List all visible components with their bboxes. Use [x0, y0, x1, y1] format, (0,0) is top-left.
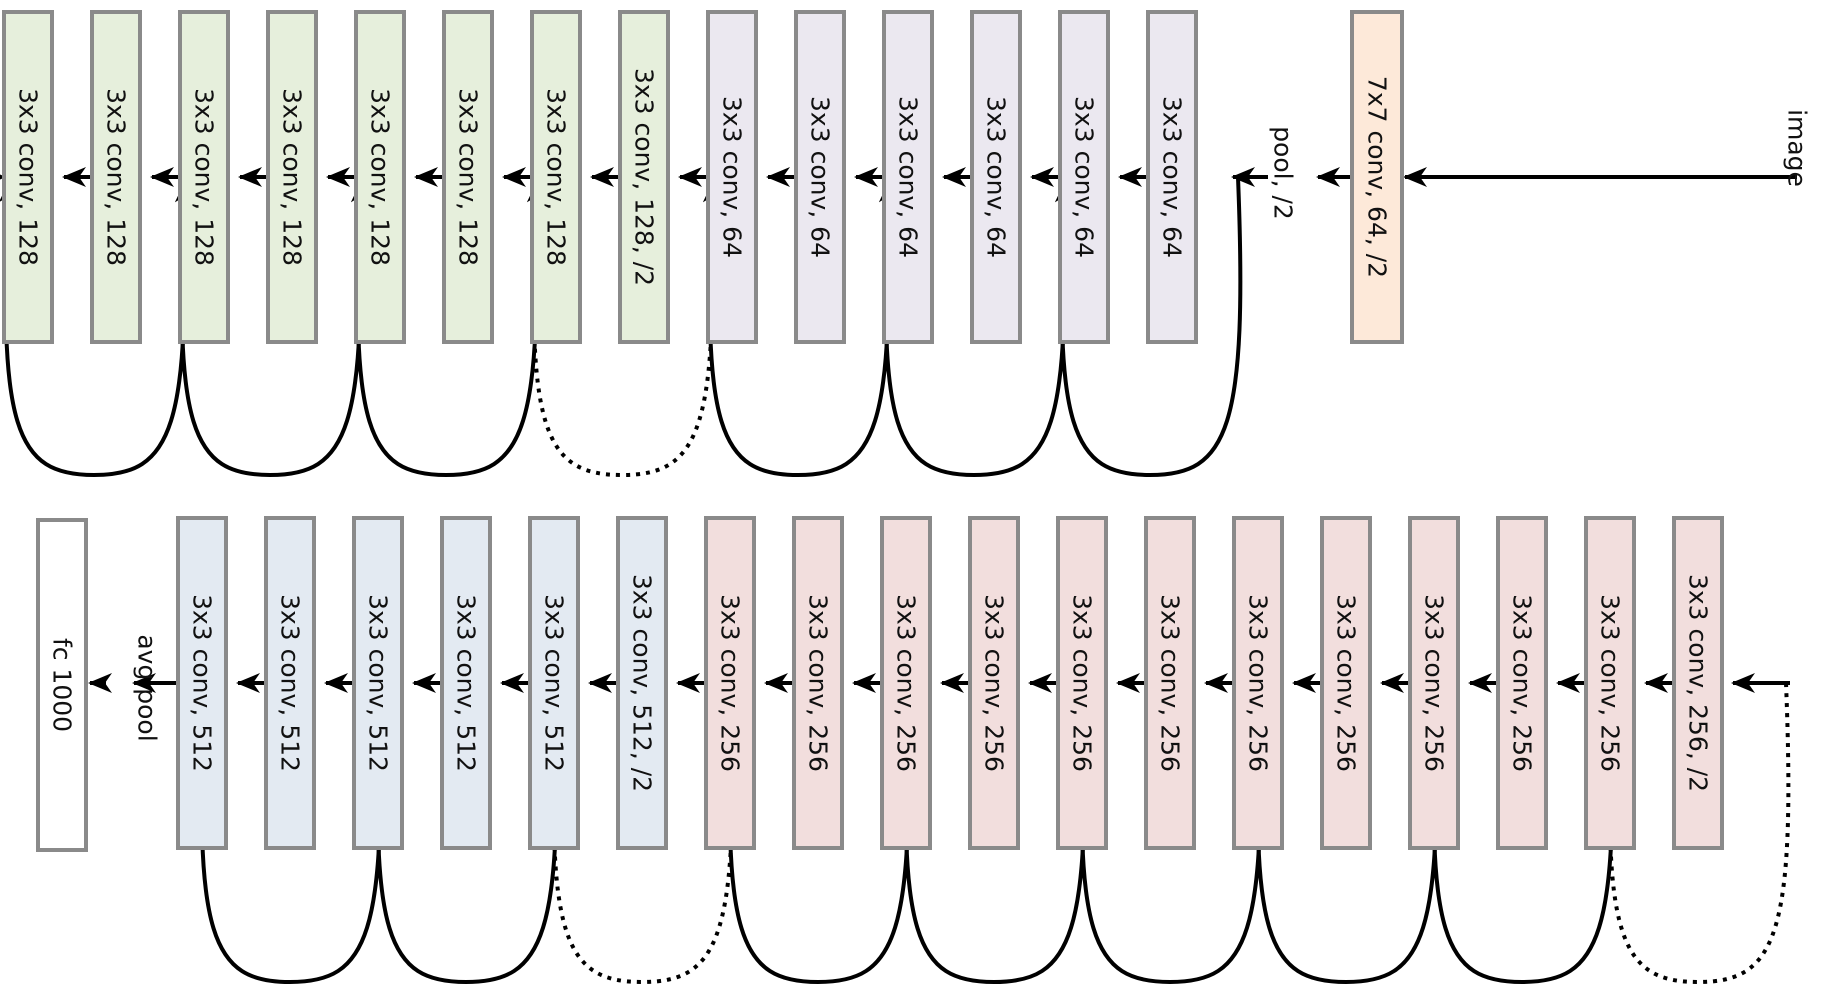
projection-shortcut-row1-4: [526, 176, 715, 478]
identity-shortcut-row2-9: [194, 682, 383, 985]
identity-shortcut-row1-1: [1054, 176, 1243, 478]
identity-shortcut-row1-5: [350, 176, 539, 478]
row1-conv-box-5-label: 3x3 conv, 64: [806, 96, 835, 258]
row1-conv-box-8-label: 3x3 conv, 128: [542, 88, 571, 266]
identity-shortcut-row2-3: [1250, 682, 1439, 985]
row2-conv-box-3: [1496, 516, 1548, 850]
row1-conv-box-2: [1058, 10, 1110, 344]
stem-conv-box-label: 7x7 conv, 64, /2: [1363, 76, 1392, 278]
row2-conv-box-12-label: 3x3 conv, 256: [716, 594, 745, 772]
fc-box: [36, 518, 88, 852]
input-image-label: image: [1783, 109, 1812, 187]
identity-shortcut-row1-3: [702, 176, 891, 478]
row2-conv-box-2-label: 3x3 conv, 256: [1596, 594, 1625, 772]
row1-conv-box-10-label: 3x3 conv, 128: [366, 88, 395, 266]
row2-conv-box-12: [704, 516, 756, 850]
row1-conv-box-7: [618, 10, 670, 344]
row1-conv-box-8: [530, 10, 582, 344]
row1-conv-box-1-label: 3x3 conv, 64: [1158, 96, 1187, 258]
row1-conv-box-11-label: 3x3 conv, 128: [278, 88, 307, 266]
identity-shortcut-row2-5: [898, 682, 1087, 985]
row2-conv-box-14-label: 3x3 conv, 512: [540, 594, 569, 772]
row1-conv-box-6-label: 3x3 conv, 64: [718, 96, 747, 258]
fc-box-label: fc 1000: [48, 638, 77, 732]
row2-conv-box-5-label: 3x3 conv, 256: [1332, 594, 1361, 772]
row1-conv-box-12-label: 3x3 conv, 128: [190, 88, 219, 266]
row2-conv-box-2: [1584, 516, 1636, 850]
row2-conv-box-8-label: 3x3 conv, 256: [1068, 594, 1097, 772]
row2-conv-box-11: [792, 516, 844, 850]
row2-conv-box-16-label: 3x3 conv, 512: [364, 594, 393, 772]
row1-conv-box-14-label: 3x3 conv, 128: [14, 88, 43, 266]
row1-conv-box-9: [442, 10, 494, 344]
avg-pool-label: avg pool: [133, 634, 162, 741]
identity-shortcut-row2-4: [1074, 682, 1263, 985]
row2-conv-box-10: [880, 516, 932, 850]
row1-conv-box-2-label: 3x3 conv, 64: [1070, 96, 1099, 258]
row2-conv-box-1-label: 3x3 conv, 256, /2: [1684, 574, 1713, 792]
row1-conv-box-13-label: 3x3 conv, 128: [102, 88, 131, 266]
connections: [0, 167, 1797, 985]
row2-conv-box-18: [176, 516, 228, 850]
pool-label: pool, /2: [1269, 126, 1298, 220]
text-labels: image pool, /2 avg pool 7x7 conv, 64, /2…: [14, 68, 1812, 792]
projection-shortcut-row2-1: [1602, 682, 1791, 985]
row2-conv-box-4-label: 3x3 conv, 256: [1420, 594, 1449, 772]
row2-conv-box-7-label: 3x3 conv, 256: [1156, 594, 1185, 772]
row2-conv-box-15: [440, 516, 492, 850]
row1-conv-box-14: [2, 10, 54, 344]
row2-conv-box-10-label: 3x3 conv, 256: [892, 594, 921, 772]
row2-conv-box-17-label: 3x3 conv, 512: [276, 594, 305, 772]
identity-shortcut-row2-8: [370, 682, 559, 985]
row1-conv-box-3: [970, 10, 1022, 344]
row2-conv-box-16: [352, 516, 404, 850]
row2-conv-box-8: [1056, 516, 1108, 850]
row1-conv-box-12: [178, 10, 230, 344]
row2-conv-box-9: [968, 516, 1020, 850]
row2-conv-box-7: [1144, 516, 1196, 850]
row1-conv-box-5: [794, 10, 846, 344]
layer-boxes: [2, 10, 1724, 852]
row2-conv-box-15-label: 3x3 conv, 512: [452, 594, 481, 772]
row1-conv-box-4: [882, 10, 934, 344]
row1-conv-box-1: [1146, 10, 1198, 344]
row2-conv-box-4: [1408, 516, 1460, 850]
identity-shortcut-row2-6: [722, 682, 911, 985]
identity-shortcut-row1-7: [0, 176, 187, 478]
projection-shortcut-row2-7: [546, 682, 735, 985]
row2-conv-box-1: [1672, 516, 1724, 850]
row1-conv-box-4-label: 3x3 conv, 64: [894, 96, 923, 258]
stem-conv-box: [1350, 10, 1404, 344]
row1-conv-box-9-label: 3x3 conv, 128: [454, 88, 483, 266]
row2-conv-box-13: [616, 516, 668, 850]
row2-conv-box-11-label: 3x3 conv, 256: [804, 594, 833, 772]
row2-conv-box-3-label: 3x3 conv, 256: [1508, 594, 1537, 772]
row1-conv-box-7-label: 3x3 conv, 128, /2: [630, 68, 659, 286]
identity-shortcut-row2-2: [1426, 682, 1615, 985]
row2-conv-box-18-label: 3x3 conv, 512: [188, 594, 217, 772]
row2-conv-box-17: [264, 516, 316, 850]
identity-shortcut-row1-2: [878, 176, 1067, 478]
identity-shortcut-row1-6: [174, 176, 363, 478]
row2-conv-box-5: [1320, 516, 1372, 850]
row2-conv-box-9-label: 3x3 conv, 256: [980, 594, 1009, 772]
row2-conv-box-13-label: 3x3 conv, 512, /2: [628, 574, 657, 792]
row1-conv-box-10: [354, 10, 406, 344]
row1-conv-box-3-label: 3x3 conv, 64: [982, 96, 1011, 258]
row2-conv-box-14: [528, 516, 580, 850]
row1-conv-box-11: [266, 10, 318, 344]
row1-conv-box-6: [706, 10, 758, 344]
row2-conv-box-6-label: 3x3 conv, 256: [1244, 594, 1273, 772]
row1-conv-box-13: [90, 10, 142, 344]
row2-conv-box-6: [1232, 516, 1284, 850]
